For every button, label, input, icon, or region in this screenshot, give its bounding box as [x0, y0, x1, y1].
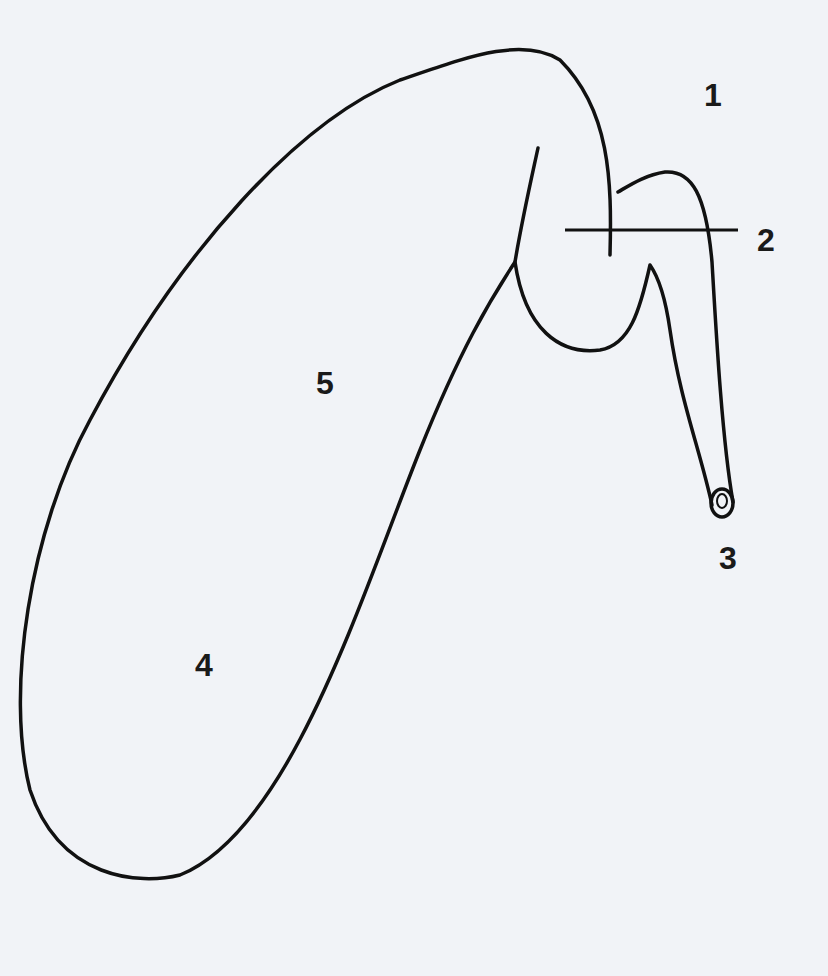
leader-line [565, 229, 738, 232]
duct-lumen [717, 494, 727, 508]
duct-opening [711, 489, 733, 517]
neck-fold [515, 262, 712, 505]
cystic-duct [618, 172, 733, 502]
callout-number: 3 [719, 542, 737, 574]
callout-number: 1 [704, 79, 722, 111]
callout-number: 2 [757, 224, 775, 256]
callout-number: 4 [195, 649, 213, 681]
callout-number: 5 [316, 367, 334, 399]
gallbladder-outline [20, 50, 610, 879]
